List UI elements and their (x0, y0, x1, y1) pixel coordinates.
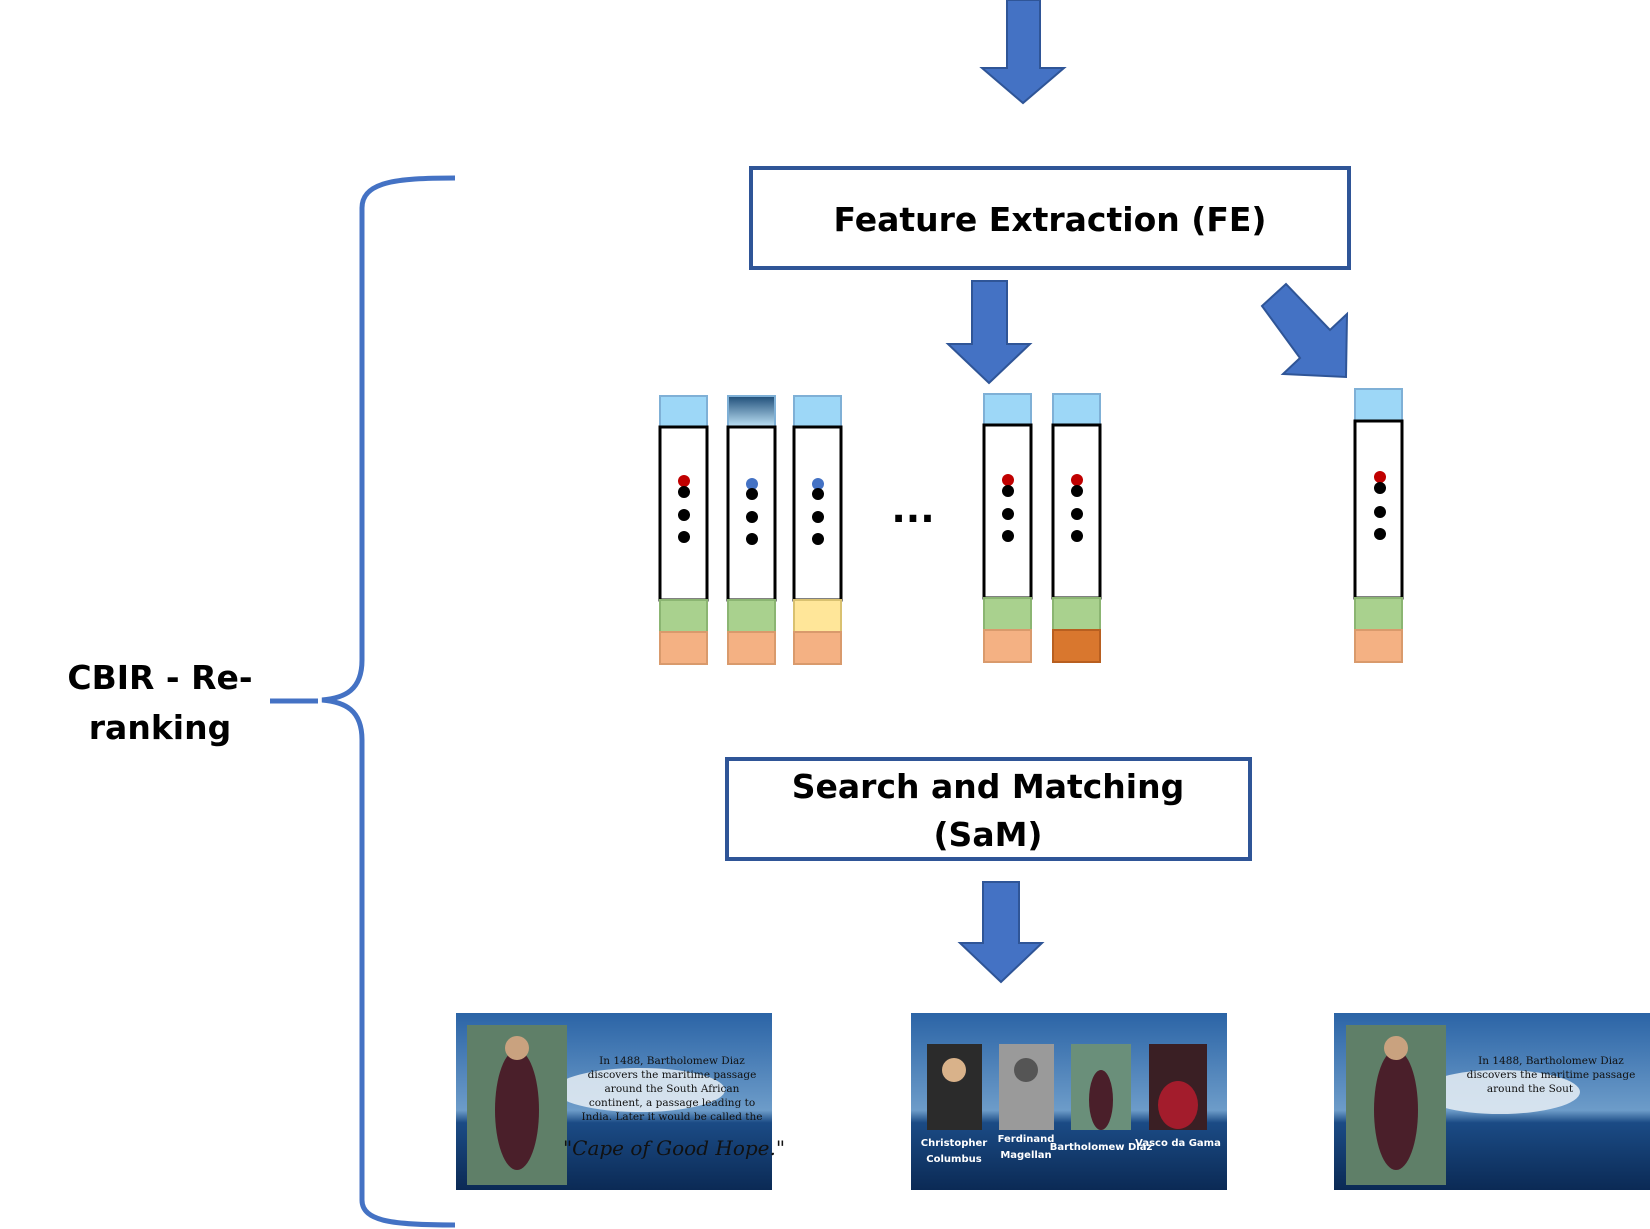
feature-extraction-box (749, 166, 1351, 270)
vector-label-green (983, 597, 1032, 631)
arrow-down-fe (945, 280, 1033, 385)
vector-dot-red (1002, 474, 1014, 486)
side-label-line2: ranking (89, 708, 231, 747)
feature-vector-2 (726, 395, 777, 665)
portrait-magellan (999, 1044, 1054, 1130)
caption-magellan-2: Magellan (1000, 1150, 1051, 1161)
portrait-figure (495, 1050, 539, 1170)
vector-dot (746, 488, 758, 500)
portrait-figure (1374, 1050, 1418, 1170)
slide1-text-line5: India. Later it would be called the (582, 1111, 763, 1123)
vector-dot (1071, 485, 1083, 497)
vector-dot-blue (812, 478, 824, 490)
vector-label-green (659, 599, 708, 633)
vector-dot (812, 488, 824, 500)
vector-dot (1071, 530, 1083, 542)
caption-columbus-1: Christopher (921, 1138, 987, 1149)
vector-tail-orange (727, 631, 776, 665)
vector-tail-orange (1354, 629, 1403, 663)
search-matching-label-line2: (SaM) (933, 815, 1042, 854)
slide1-text-line4: continent, a passage leading to (589, 1097, 755, 1109)
cloud (555, 1068, 725, 1112)
vector-dot-red (1071, 474, 1083, 486)
vector-dot (678, 531, 690, 543)
vector-dot (1002, 485, 1014, 497)
vector-dot (1002, 508, 1014, 520)
vector-dot (1071, 508, 1083, 520)
caption-magellan-1: Ferdinand (998, 1134, 1055, 1145)
portrait-head (505, 1036, 529, 1060)
portrait-head (942, 1058, 966, 1082)
vector-header (793, 395, 842, 428)
vector-tail-orange (659, 631, 708, 665)
search-matching-label-line1: Search and Matching (792, 767, 1184, 806)
vector-dot-red (678, 475, 690, 487)
vector-header-dark (727, 395, 776, 428)
cloud (1420, 1070, 1580, 1114)
slide1-quote: "Cape of Good Hope." (563, 1136, 785, 1160)
result-image-2: Christopher Columbus Ferdinand Magellan … (911, 1013, 1227, 1190)
feature-vector-3 (792, 395, 843, 665)
ellipsis: ... (891, 487, 934, 531)
vector-label-green (1052, 597, 1101, 631)
vector-body (1353, 419, 1404, 600)
feature-extraction-label: Feature Extraction (FE) (834, 200, 1267, 239)
vector-dot (1374, 506, 1386, 518)
slide3-text-line3: around the Sout (1487, 1083, 1574, 1095)
vector-label-green (1354, 597, 1403, 631)
portrait-head (1014, 1058, 1038, 1082)
vector-dot (746, 533, 758, 545)
vector-dot (678, 486, 690, 498)
vector-tail-orange (793, 631, 842, 665)
vector-header (1354, 388, 1403, 422)
feature-vector-5 (1051, 393, 1102, 663)
caption-columbus-2: Columbus (926, 1154, 981, 1165)
vector-dot-red (1374, 471, 1386, 483)
side-label-line1: CBIR - Re- (67, 658, 252, 697)
portrait-figure (1089, 1070, 1113, 1130)
result-image-1: In 1488, Bartholomew Diaz discovers the … (456, 1013, 785, 1190)
arrow-down-sam (957, 881, 1045, 984)
vector-dot (746, 511, 758, 523)
slide3-text-line1: In 1488, Bartholomew Diaz (1478, 1055, 1624, 1067)
search-matching-box (725, 757, 1252, 861)
vector-label-green (727, 599, 776, 633)
vector-tail-orange-dark (1052, 629, 1101, 663)
curly-brace (321, 175, 456, 1228)
portrait-head (1384, 1036, 1408, 1060)
vector-dot (812, 511, 824, 523)
slide1-text-line2: discovers the maritime passage (588, 1069, 757, 1081)
vector-dot-blue (746, 478, 758, 490)
vector-tail-orange (983, 629, 1032, 663)
feature-vector-4 (982, 393, 1033, 663)
vector-dot (678, 509, 690, 521)
vector-header (983, 393, 1032, 426)
portrait-columbus (927, 1044, 982, 1130)
slide1-text-line3: around the South African (605, 1083, 740, 1095)
vector-dot (1374, 482, 1386, 494)
caption-da-gama: Vasco da Gama (1135, 1138, 1221, 1149)
caption-diaz: Bartholomew Diaz (1050, 1142, 1153, 1153)
arrow-down-top (979, 0, 1067, 105)
vector-dot (812, 533, 824, 545)
feature-vector-query (1353, 388, 1404, 663)
vector-dot (1002, 530, 1014, 542)
vector-dot (1374, 528, 1386, 540)
vector-header (659, 395, 708, 428)
slide1-text-line1: In 1488, Bartholomew Diaz (599, 1055, 745, 1067)
result-image-3: In 1488, Bartholomew Diaz discovers the … (1334, 1013, 1650, 1190)
vector-label-yellow (793, 599, 842, 633)
portrait-robe (1158, 1081, 1198, 1129)
vector-header (1052, 393, 1101, 426)
arrow-diagonal-fe (1260, 282, 1349, 379)
feature-vector-1 (658, 395, 709, 665)
slide3-text-line2: discovers the maritime passage (1467, 1069, 1636, 1081)
